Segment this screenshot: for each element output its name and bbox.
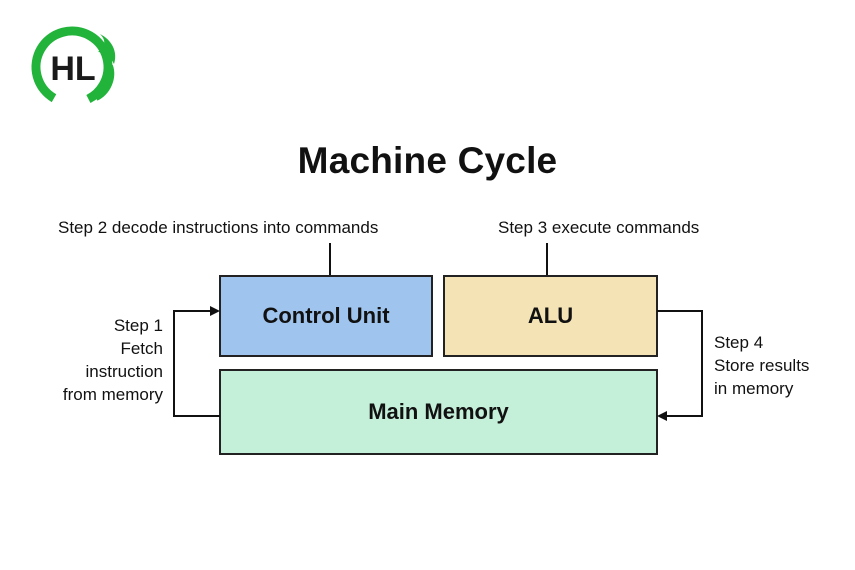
alu-label: ALU [527,303,574,328]
step1-line: Step 1 [113,316,163,335]
step2-caption: Step 2 decode instructions into commands [58,218,379,237]
control-unit-label: Control Unit [262,303,390,328]
step1-line: from memory [62,385,163,404]
step1-line: Fetch [120,339,163,358]
step4-line: Store results [714,356,810,375]
store-arrow [657,310,703,421]
diagram-title: Machine Cycle [297,140,558,181]
step3-caption: Step 3 execute commands [498,218,700,237]
step4-line: in memory [714,379,794,398]
fetch-arrow [173,306,220,417]
control-unit-box [219,275,433,357]
main-memory-label: Main Memory [368,399,509,424]
step4-caption: Step 4 Store results in memory [714,331,849,400]
step4-line: Step 4 [714,333,764,352]
alu-box [443,275,658,357]
hl-dragon-logo: HL [31,26,116,108]
step1-caption: Step 1 Fetch instruction from memory [20,314,163,406]
dragon-head-icon [98,34,116,64]
logo-text: HL [50,50,95,88]
step1-line: instruction [85,362,163,381]
